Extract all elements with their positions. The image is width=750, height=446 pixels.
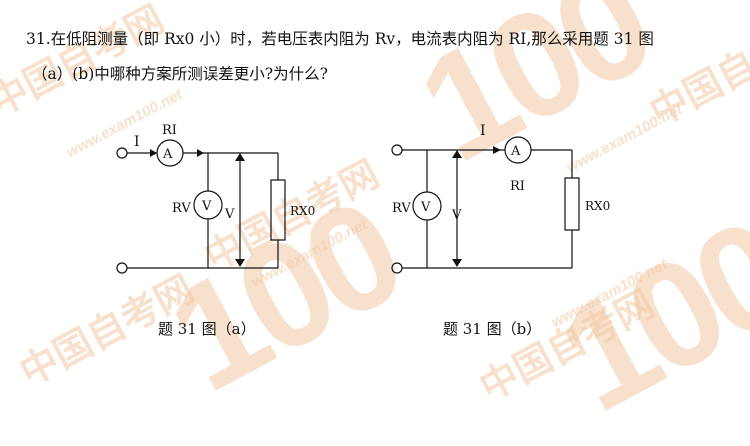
circuit-diagram-a: I RI A RV V V RX0: [116, 123, 315, 274]
circuit-diagram-b: I A RI RV V V RX0: [391, 123, 610, 274]
voltmeter-letter-a: V: [201, 199, 212, 214]
question-line-1: 31.在低阻测量（即 Rx0 小）时，若电压表内阻为 Rv，电流表内阻为 RI,…: [26, 30, 654, 48]
label-rv-b: RV: [392, 201, 411, 216]
label-ri-b: RI: [510, 179, 525, 194]
caption-figure-b: 题 31 图（b）: [443, 320, 542, 338]
label-voltage-b: V: [451, 208, 462, 223]
voltage-arrowhead-down-a: [235, 259, 245, 267]
label-current-b: I: [480, 123, 486, 139]
label-rv-a: RV: [172, 201, 191, 216]
label-voltage-a: V: [224, 207, 235, 222]
ammeter-letter-a: A: [162, 147, 173, 162]
resistor-rx0-a: [270, 179, 286, 241]
ammeter-letter-b: A: [510, 144, 521, 159]
resistor-rx0-b: [564, 177, 580, 231]
terminal-top-a: [116, 147, 128, 159]
label-ri-a: RI: [162, 123, 177, 138]
terminal-bottom-b: [391, 262, 403, 274]
terminal-top-b: [391, 144, 403, 156]
label-rx0-a: RX0: [290, 204, 315, 218]
wire-arrow-a: [197, 149, 204, 157]
voltage-arrowhead-up-a: [235, 153, 245, 161]
terminal-bottom-a: [116, 262, 128, 274]
question-text: 31.在低阻测量（即 Rx0 小）时，若电压表内阻为 Rv，电流表内阻为 RI,…: [26, 22, 726, 92]
current-arrow-a: [150, 149, 157, 157]
caption-figure-a: 题 31 图（a）: [158, 320, 256, 338]
current-arrow-b: [493, 146, 501, 154]
voltage-arrowhead-down-b: [452, 259, 462, 267]
label-rx0-b: RX0: [585, 199, 610, 213]
watermark-site: 中国自考网: [473, 283, 661, 410]
voltage-arrowhead-up-b: [452, 150, 462, 158]
question-line-2: （a）(b)中哪种方案所测误差更小?为什么?: [32, 65, 328, 83]
label-current-a: I: [134, 134, 140, 150]
voltmeter-letter-b: V: [420, 200, 431, 215]
